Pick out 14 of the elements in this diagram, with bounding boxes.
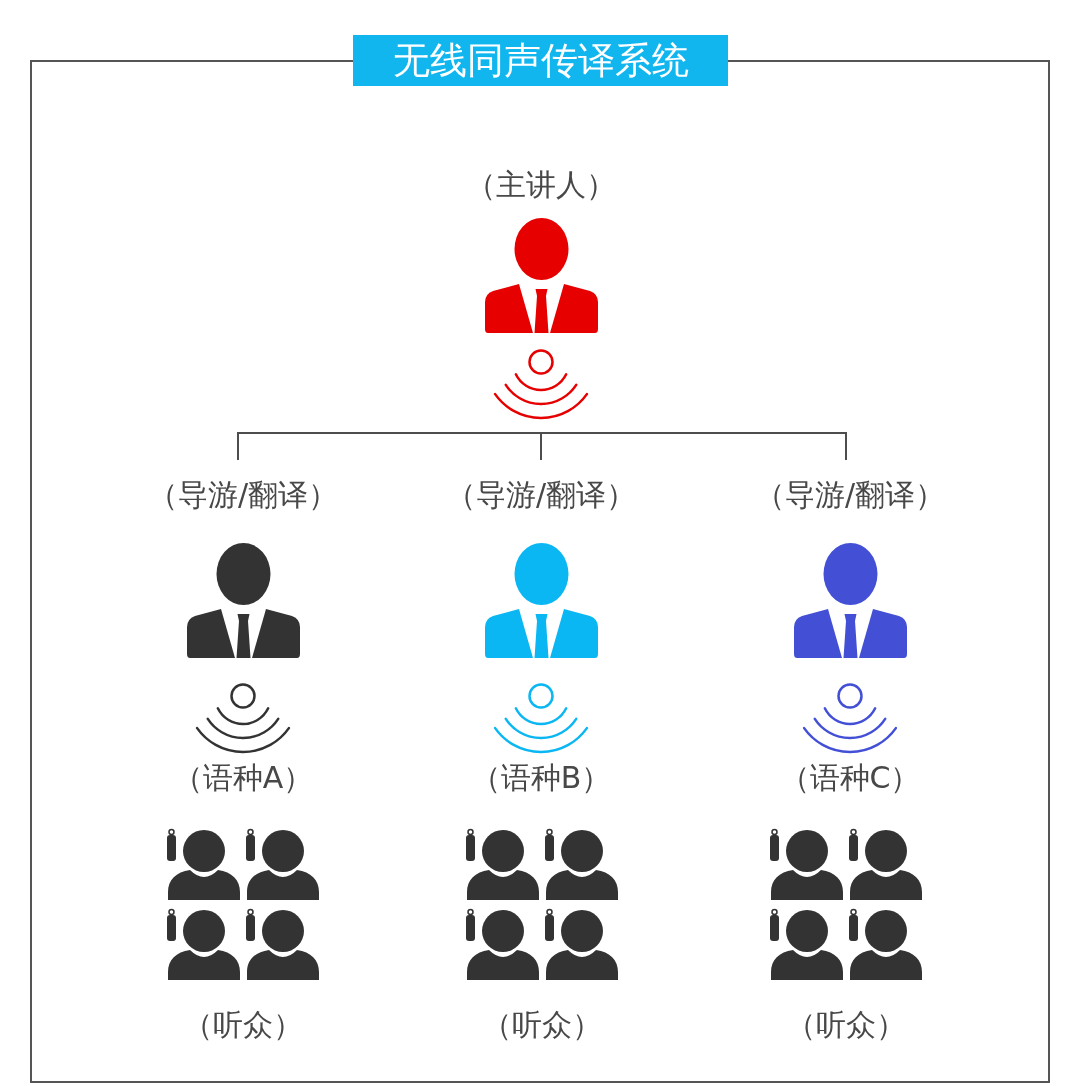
connector-line [540, 432, 542, 461]
audience-label: （听众） [785, 1007, 906, 1043]
title-banner: 无线同声传译系统 [353, 35, 728, 86]
interpreter-label: （导游/翻译） [147, 477, 339, 513]
language-channel-label: （语种B） [470, 760, 612, 796]
language-channel-label: （语种A） [172, 760, 314, 796]
interpreter-label: （导游/翻译） [754, 477, 946, 513]
audience-label: （听众） [182, 1007, 303, 1043]
speaker-label: （主讲人） [466, 167, 616, 203]
audience-label: （听众） [481, 1007, 602, 1043]
connector-line [540, 432, 847, 461]
connector-line [237, 432, 542, 461]
language-channel-label: （语种C） [779, 760, 921, 796]
interpreter-label: （导游/翻译） [445, 477, 637, 513]
